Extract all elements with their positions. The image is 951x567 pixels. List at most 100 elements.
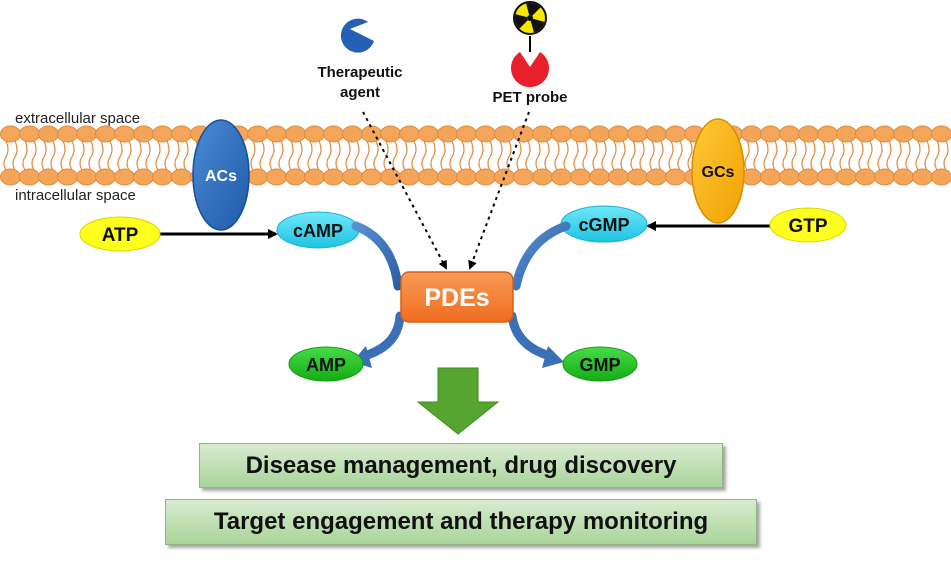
- lipid-head: [514, 126, 534, 142]
- lipid-head: [77, 169, 97, 185]
- lipid-head: [761, 169, 781, 185]
- lipid-tail: [868, 141, 872, 170]
- lipid-tail: [517, 141, 521, 170]
- pdes-to-gmp-curve: [512, 316, 550, 356]
- lipid-tail: [393, 141, 397, 170]
- pet-probe-icon: [511, 52, 549, 87]
- therapeutic-agent-label-line2: agent: [300, 83, 420, 103]
- lipid-head: [913, 169, 933, 185]
- lipid-head: [286, 169, 306, 185]
- lipid-head: [590, 126, 610, 142]
- lipid-tail: [251, 141, 255, 170]
- atp-node: ATP: [80, 217, 160, 251]
- lipid-head: [1, 169, 21, 185]
- lipid-tail: [412, 141, 416, 170]
- lipid-tail: [897, 141, 901, 170]
- lipid-head: [571, 126, 591, 142]
- lipid-tail: [99, 141, 103, 170]
- therapeutic-agent-label-line1: Therapeutic: [300, 63, 420, 83]
- lipid-tail: [583, 141, 587, 170]
- lipid-head: [837, 126, 857, 142]
- outcome-down-arrow: [418, 368, 498, 434]
- lipid-tail: [308, 141, 312, 170]
- lipid-tail: [754, 141, 758, 170]
- lipid-head: [761, 126, 781, 142]
- lipid-tail: [678, 141, 682, 170]
- lipid-tail: [631, 141, 635, 170]
- lipid-head: [419, 126, 439, 142]
- lipid-tail: [289, 141, 293, 170]
- lipid-head: [248, 126, 268, 142]
- lipid-head: [1, 126, 21, 142]
- therapeutic-agent-icon: [341, 19, 374, 53]
- lipid-tail: [431, 141, 435, 170]
- lipid-head: [495, 126, 515, 142]
- lipid-tail: [298, 141, 302, 170]
- lipid-tail: [783, 141, 787, 170]
- lipid-tail: [916, 141, 920, 170]
- cgmp-label: cGMP: [578, 215, 629, 235]
- lipid-head: [362, 169, 382, 185]
- gcs-enzyme: GCs: [692, 119, 744, 223]
- lipid-tail: [80, 141, 84, 170]
- lipid-head: [856, 126, 876, 142]
- atp-label: ATP: [102, 225, 139, 246]
- lipid-tail: [593, 141, 597, 170]
- lipid-head: [419, 169, 439, 185]
- lipid-head: [115, 126, 135, 142]
- lipid-tail: [545, 141, 549, 170]
- lipid-head: [780, 126, 800, 142]
- lipid-head: [609, 169, 629, 185]
- lipid-head: [400, 126, 420, 142]
- lipid-tail: [802, 141, 806, 170]
- lipid-head: [856, 169, 876, 185]
- lipid-head: [362, 126, 382, 142]
- lipid-tail: [792, 141, 796, 170]
- lipid-head: [571, 169, 591, 185]
- lipid-tail: [51, 141, 55, 170]
- lipid-tail: [270, 141, 274, 170]
- lipid-tail: [137, 141, 141, 170]
- lipid-head: [590, 169, 610, 185]
- lipid-head: [172, 169, 192, 185]
- lipid-tail: [526, 141, 530, 170]
- lipid-head: [666, 169, 686, 185]
- lipid-head: [96, 126, 116, 142]
- lipid-tail: [403, 141, 407, 170]
- lipid-head: [153, 169, 173, 185]
- lipid-tail: [935, 141, 939, 170]
- lipid-head: [324, 126, 344, 142]
- lipid-head: [457, 126, 477, 142]
- lipid-tail: [536, 141, 540, 170]
- lipid-tail: [118, 141, 122, 170]
- lipid-head: [134, 169, 154, 185]
- lipid-head: [799, 169, 819, 185]
- lipid-head: [913, 126, 933, 142]
- lipid-tail: [773, 141, 777, 170]
- lipid-head: [400, 169, 420, 185]
- outcome-disease-management: Disease management, drug discovery: [199, 443, 723, 488]
- gtp-node: GTP: [770, 208, 846, 242]
- lipid-head: [780, 169, 800, 185]
- lipid-tail: [612, 141, 616, 170]
- lipid-head: [818, 169, 838, 185]
- lipid-head: [609, 126, 629, 142]
- lipid-tail: [859, 141, 863, 170]
- lipid-head: [115, 169, 135, 185]
- lipid-head: [58, 169, 78, 185]
- lipid-head: [837, 169, 857, 185]
- lipid-tail: [260, 141, 264, 170]
- lipid-head: [286, 126, 306, 142]
- lipid-tail: [42, 141, 46, 170]
- lipid-head: [533, 169, 553, 185]
- lipid-head: [324, 169, 344, 185]
- lipid-head: [96, 169, 116, 185]
- lipid-head: [875, 126, 895, 142]
- lipid-tail: [365, 141, 369, 170]
- radiation-icon: [510, 0, 546, 34]
- lipid-tail: [165, 141, 169, 170]
- lipid-tail: [32, 141, 36, 170]
- lipid-head: [552, 126, 572, 142]
- lipid-tail: [127, 141, 131, 170]
- cgmp-to-pdes-curve: [516, 226, 566, 286]
